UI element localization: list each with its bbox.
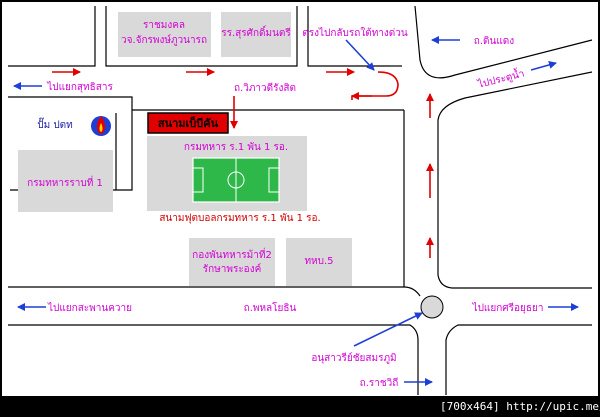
block-school-suksak (221, 12, 291, 57)
label-to-saphan-khwai: ไปแยกสะพานควาย (47, 302, 132, 314)
monument-roundabout (420, 295, 444, 319)
din-daeng-south-edge (437, 71, 593, 275)
arrow-blue-east-pratunam (530, 61, 557, 71)
label-to-sutthisan: ไปแยกสุทธิสาร (46, 81, 113, 93)
label-u-turn-under-expressway: ตรงไปกลับรถใต้ทางด่วน (302, 27, 408, 39)
footer-size: [700x464] (440, 400, 500, 413)
vibhavadi-north-edge-west (8, 6, 96, 67)
label-school-suksak: รร.สุรศักดิ์มนตรี (221, 25, 291, 39)
phaholyothin-south-edge-west (8, 324, 419, 395)
red-arrows (52, 68, 434, 258)
label-guard-battalion-2: รักษาพระองค์ (203, 263, 262, 275)
soi-edges (105, 6, 298, 67)
footer-site[interactable]: http://upic.me/ (506, 400, 600, 413)
block-cavalry-1 (18, 150, 113, 212)
phaholyothin-south-edge-east (445, 324, 592, 395)
ptt-flame-icon (91, 116, 111, 136)
arrow-blue-pointer-monument (353, 312, 423, 347)
arrow-blue-pointer-uturn (345, 39, 375, 71)
block-guard-battalion (189, 238, 275, 286)
phaholyothin-north-edge-east (437, 274, 592, 289)
image-host-footer: [700x464] http://upic.me/ (440, 398, 600, 415)
label-guard-battalion-1: กองพันทหารม้าที่2 (192, 247, 272, 261)
din-daeng-north-edge (414, 5, 593, 79)
label-school-rajamangala-1: ราชมงคล (143, 20, 185, 31)
block-tor-bor (286, 238, 352, 286)
phaholyothin-north-edge-west (8, 286, 421, 297)
stadium-sign-text: สนามเบ็บีคัน (158, 116, 219, 130)
label-road-vibhavadi: ถ.วิภาวดีรังสิต (234, 82, 296, 94)
label-cavalry-1: กรมทหารราบที่ 1 (27, 175, 103, 189)
blue-arrows (13, 36, 579, 386)
stadium-sign-box (147, 112, 229, 134)
label-road-din-daeng: ถ.ดินแดง (474, 36, 515, 47)
label-to-si-ayutthaya: ไปแยกศรีอยุธยา (472, 302, 544, 314)
label-monument: อนุสาวรีย์ชัยสมรภูมิ (311, 352, 396, 364)
label-road-ratchawithi: ถ.ราชวิถี (360, 377, 399, 389)
label-army-1: กรมทหาร ร.1 พัน 1 รอ. (184, 142, 288, 153)
road-edges (8, 5, 593, 395)
label-road-phaholyothin: ถ.พหลโยธิน (244, 301, 297, 314)
label-gas-station: ปั๊ม ปตท (37, 117, 73, 131)
label-school-rajamangala-2: วจ.จักรพงษ์ภูวนารถ (121, 34, 207, 46)
football-field (192, 157, 280, 203)
block-school-rajamangala (118, 12, 211, 57)
label-tor-bor: ทหบ.5 (304, 256, 333, 267)
arrow-red-u-turn (351, 71, 399, 100)
label-stadium-caption: สนามฟุตบอลกรมทหาร ร.1 พัน 1 รอ. (159, 213, 320, 224)
